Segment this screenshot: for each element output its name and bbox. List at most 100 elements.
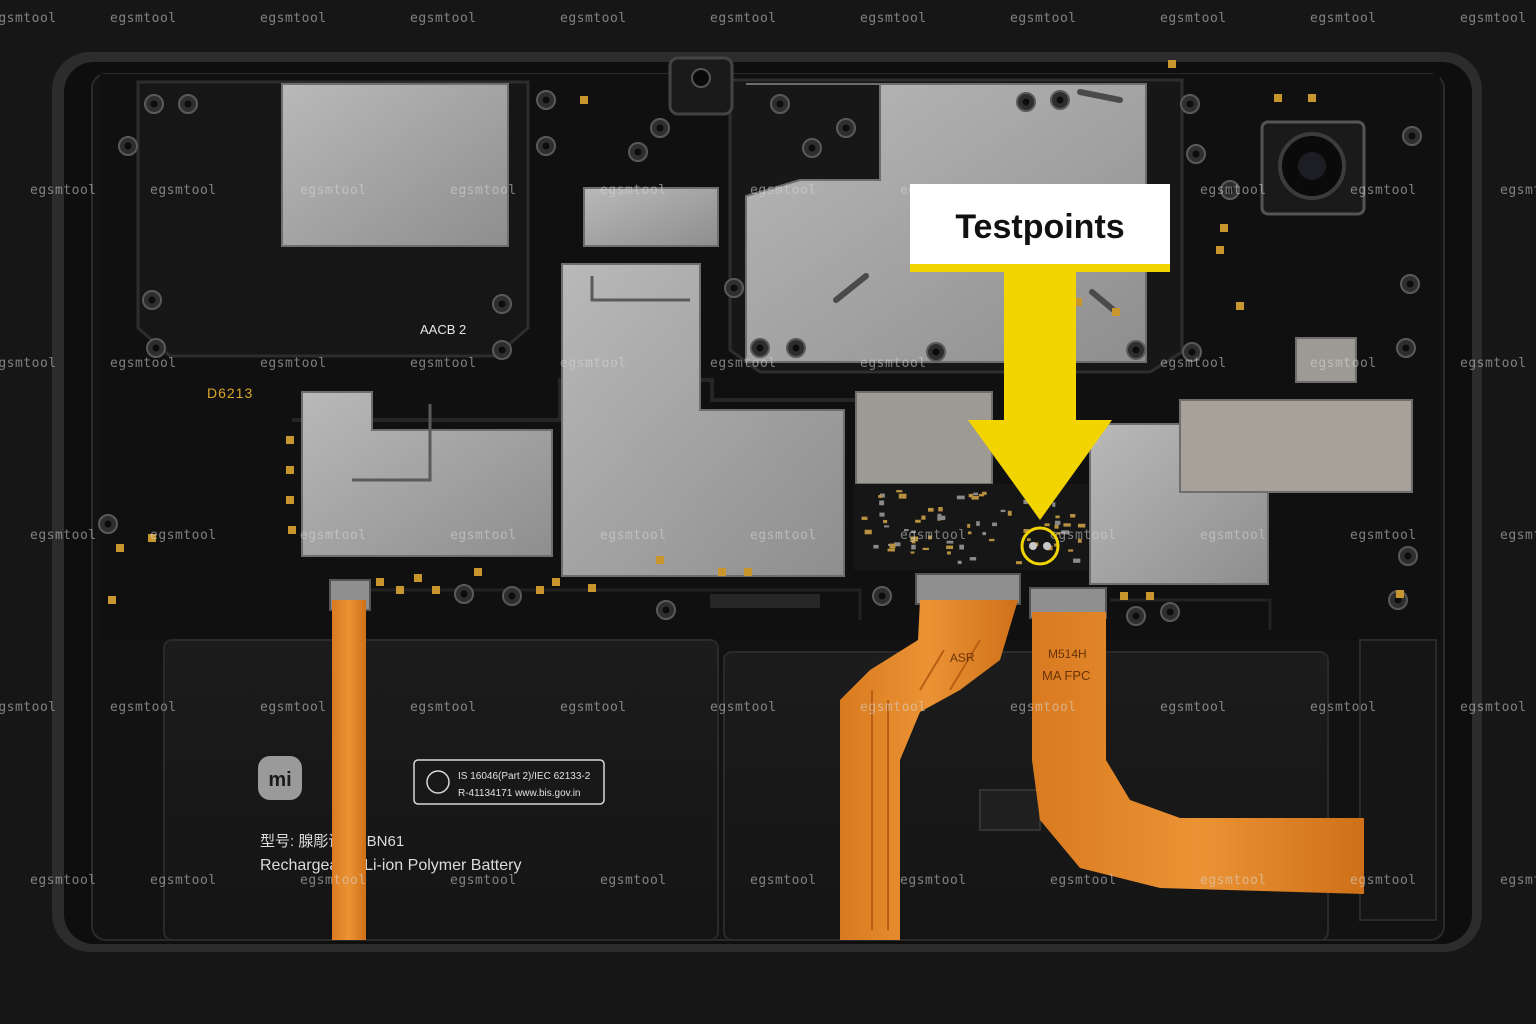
screw-icon — [1182, 342, 1202, 362]
gold-pad — [286, 466, 294, 474]
watermark-text: egsmtool — [1160, 700, 1227, 715]
smd-component — [1056, 532, 1061, 535]
smd-component — [893, 542, 901, 547]
smd-component — [937, 515, 946, 521]
watermark-text: egsmtool — [1200, 528, 1267, 543]
smd-component — [946, 545, 954, 550]
smd-component — [976, 521, 980, 526]
smd-component — [989, 538, 995, 542]
watermark-text: egsmtool — [750, 183, 817, 198]
screw-icon — [178, 94, 198, 114]
gold-pad — [396, 586, 404, 594]
gold-pad — [1168, 60, 1176, 68]
screw-icon — [536, 136, 556, 156]
smd-component — [956, 495, 965, 500]
screw-icon — [750, 338, 770, 358]
smd-component — [910, 536, 919, 542]
watermark-text: egsmtool — [110, 700, 177, 715]
watermark-text: egsmtool — [300, 183, 367, 198]
watermark-text: egsmtool — [0, 11, 57, 26]
rear-camera — [1260, 120, 1366, 216]
gold-pad — [1308, 94, 1316, 102]
screw-icon — [1220, 180, 1240, 200]
watermark-text: egsmtool — [1460, 11, 1527, 26]
gold-pad-group — [108, 60, 1404, 604]
screw-icon — [1016, 92, 1036, 112]
watermark-text: egsmtool — [560, 11, 627, 26]
gold-pad — [286, 436, 294, 444]
watermark-text: egsmtool — [1010, 700, 1077, 715]
smd-component — [879, 500, 885, 506]
smd-component — [928, 535, 932, 540]
smd-component — [1000, 509, 1006, 513]
watermark-text: egsmtool — [600, 528, 667, 543]
smd-component — [889, 543, 896, 549]
screw-icon — [1160, 602, 1180, 622]
watermark-text: egsmtool — [1310, 700, 1377, 715]
watermark-text: egsmtool — [0, 700, 57, 715]
watermark-text: egsmtool — [860, 700, 927, 715]
gold-pad — [718, 568, 726, 576]
watermark-text: egsmtool — [30, 873, 97, 888]
screw-icon — [724, 278, 744, 298]
smd-component — [971, 495, 979, 500]
watermark-text: egsmtool — [1350, 183, 1417, 198]
watermark-text: egsmtool — [1500, 528, 1536, 543]
smd-component — [864, 529, 872, 535]
watermark-text: egsmtool — [150, 873, 217, 888]
smd-component — [967, 523, 971, 528]
smd-component — [927, 507, 934, 512]
smd-component — [978, 493, 985, 497]
smd-component — [946, 551, 951, 555]
flex-marking-2: MA FPC — [1042, 668, 1090, 683]
smd-component — [1054, 543, 1058, 547]
smd-component — [959, 544, 964, 550]
screw-icon — [1396, 338, 1416, 358]
smd-component — [896, 490, 903, 493]
screw-icon — [656, 600, 676, 620]
screw-icon — [770, 94, 790, 114]
screw-icon — [1186, 144, 1206, 164]
shield-code-label: AACB 2 — [420, 322, 466, 337]
gold-pad — [744, 568, 752, 576]
smd-component — [1073, 558, 1081, 563]
watermark-text: egsmtool — [710, 11, 777, 26]
watermark-text: egsmtool — [1200, 873, 1267, 888]
screw-icon — [1126, 606, 1146, 626]
watermark-text: egsmtool — [710, 356, 777, 371]
watermark-text: egsmtool — [860, 356, 927, 371]
gold-pad — [286, 496, 294, 504]
certification-box — [413, 759, 605, 805]
cert-line-1: IS 16046(Part 2)/IEC 62133-2 — [458, 771, 591, 782]
smd-component — [873, 544, 879, 549]
smd-component — [973, 492, 979, 496]
watermark-text: egsmtool — [560, 700, 627, 715]
watermark-text: egsmtool — [1350, 873, 1417, 888]
battery-description: Rechargeable Li-ion Polymer Battery — [260, 857, 521, 874]
gold-pad — [1396, 590, 1404, 598]
screw-icon — [536, 90, 556, 110]
watermark-text: egsmtool — [750, 528, 817, 543]
smd-component — [1070, 514, 1076, 518]
screw-icon — [1402, 126, 1422, 146]
watermark-text: egsmtool — [30, 183, 97, 198]
testpoints-callout: Testpoints — [910, 184, 1170, 520]
gold-pad — [552, 578, 560, 586]
flex-cables: M514H MA FPC ASR — [332, 600, 1364, 940]
gold-pad — [588, 584, 596, 592]
watermark-text: egsmtool — [750, 873, 817, 888]
smd-component — [968, 493, 974, 498]
watermark-text: egsmtool — [410, 11, 477, 26]
screw-icon — [926, 342, 946, 362]
watermark-text: egsmtool — [900, 528, 967, 543]
screw-icon — [786, 338, 806, 358]
watermark-text: egsmtool — [860, 11, 927, 26]
watermark-text: egsmtool — [1350, 528, 1417, 543]
screw-icon — [492, 340, 512, 360]
screw-icon — [98, 514, 118, 534]
gold-pad — [288, 526, 296, 534]
callout-label-box — [910, 184, 1170, 272]
smd-component — [911, 530, 916, 533]
smd-component — [969, 557, 977, 561]
